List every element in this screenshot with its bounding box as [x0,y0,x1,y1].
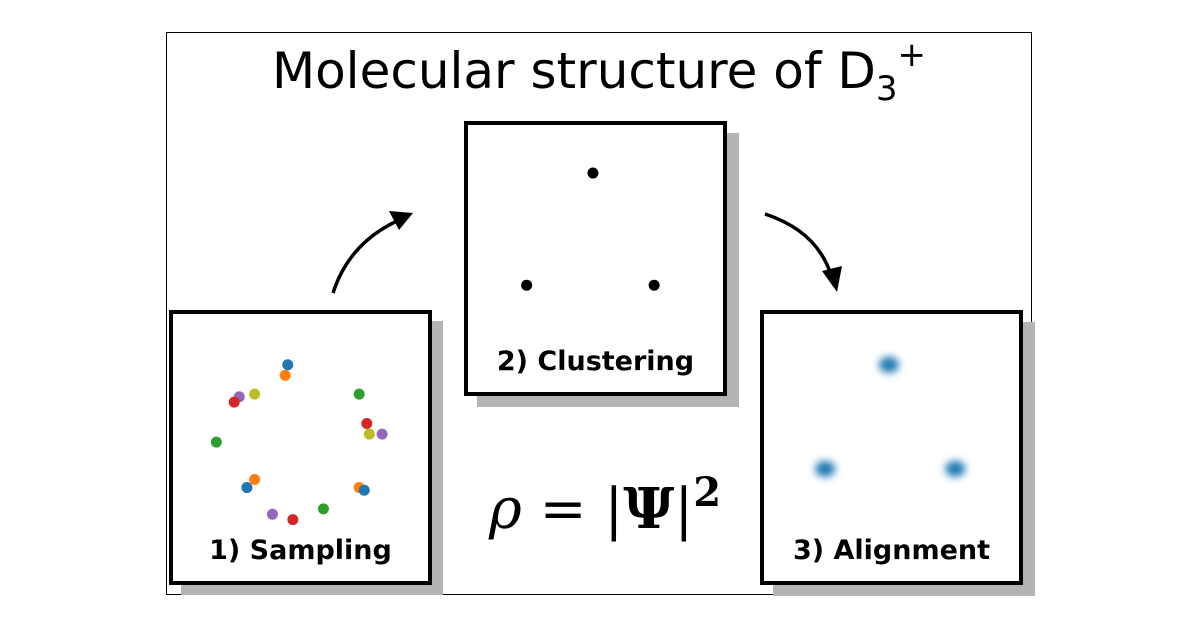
sample-point-10 [249,474,261,486]
sampling-panel: 1) Sampling [169,310,432,585]
sample-point-7 [376,428,388,440]
cluster-center-1 [521,279,533,291]
formula-bar-right: | [674,477,694,542]
density-blob-2 [945,460,966,477]
title-subscript: 3 [875,69,898,109]
figure: Molecular structure of D3+ 1) Sampling 2… [166,32,1035,596]
sample-point-1 [279,369,291,381]
density-formula: ρ = |Ψ|2 [475,469,735,542]
arrow-clustering-to-alignment [764,212,833,276]
sample-point-15 [287,514,299,526]
cluster-center-2 [648,279,660,291]
clustering-panel: 2) Clustering [464,121,727,396]
sample-point-14 [266,508,278,520]
sampling-scatter [210,359,388,526]
figure-title: Molecular structure of D3+ [167,35,1031,109]
density-blob-0 [878,356,899,373]
arrowhead-1 [389,211,413,230]
alignment-density [815,356,966,477]
sample-point-4 [228,396,240,408]
formula-equals: = [521,477,605,542]
sampling-label: 1) Sampling [209,535,392,566]
sample-point-0 [282,359,294,371]
clustering-scatter [521,167,660,291]
title-superscript: + [897,35,927,75]
sample-point-9 [210,436,222,448]
alignment-panel: 3) Alignment [760,310,1023,585]
title-main: Molecular structure of D [271,42,876,100]
sample-point-11 [241,482,253,494]
formula-power: 2 [693,469,722,516]
formula-rho: ρ [488,477,522,542]
density-blob-1 [815,460,836,477]
formula-psi: Ψ [623,476,675,542]
sample-point-5 [353,388,365,400]
cluster-center-0 [587,167,599,179]
alignment-label: 3) Alignment [792,535,991,566]
arrowhead-2 [822,266,842,292]
arrow-sampling-to-clustering [331,218,400,294]
sample-point-16 [317,503,329,515]
sample-point-3 [249,388,261,400]
sample-point-6 [361,417,373,429]
flow-arrows [331,211,842,294]
sample-point-13 [358,484,370,496]
clustering-label: 2) Clustering [496,346,695,377]
formula-bar-left: | [604,477,624,542]
sample-point-8 [363,428,375,440]
